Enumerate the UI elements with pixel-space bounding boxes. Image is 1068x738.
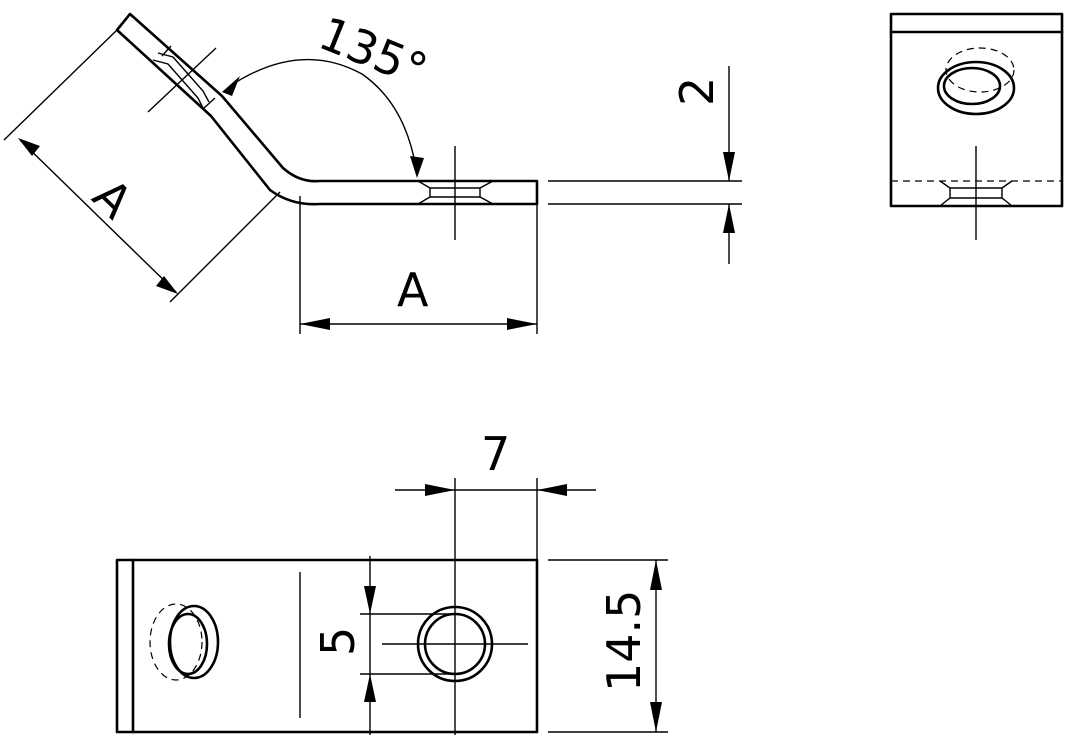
end-view [889, 12, 1064, 240]
thickness-arrow-top [723, 152, 735, 181]
end-view-hole-outer [936, 60, 1016, 116]
end-view-hole-hidden [945, 47, 1015, 93]
diagonal-length-label: A [83, 168, 144, 229]
horizontal-length-label: A [397, 263, 429, 317]
width-arrow-bottom [650, 702, 662, 732]
offset-arrow-left [425, 484, 455, 496]
angle-arrow-bottom [410, 156, 424, 178]
hole-offset-dimension: 7 [395, 427, 596, 560]
thickness-label: 2 [670, 77, 724, 106]
horizontal-arrow-left [300, 318, 330, 330]
end-view-hole-inner [942, 66, 1002, 106]
diagonal-length-dimension: A [3, 29, 281, 303]
thickness-dimension: 2 [548, 66, 742, 264]
horizontal-length-dimension: A [299, 196, 538, 334]
width-dimension: 14.5 [548, 559, 668, 733]
hole-diameter-label: 5 [311, 627, 365, 656]
thickness-arrow-bottom [723, 204, 735, 233]
hole-offset-label: 7 [481, 427, 510, 481]
plan-left-hole-inner [167, 612, 209, 676]
plan-view [115, 478, 539, 735]
diameter-arrow-top [364, 586, 376, 614]
angle-label: 135° [312, 6, 435, 98]
diameter-arrow-bottom [364, 674, 376, 702]
diagonal-arrow-end [156, 276, 178, 294]
angled-hole-centerline [147, 47, 217, 113]
width-label: 14.5 [597, 590, 651, 692]
hole-diameter-dimension: 5 [311, 556, 455, 735]
plan-left-hole-hidden [149, 603, 203, 681]
angle-arrow-top [222, 76, 240, 96]
offset-arrow-right [537, 484, 567, 496]
plan-view-outline [115, 558, 539, 734]
width-arrow-top [650, 560, 662, 590]
diagonal-arrow-start [18, 138, 40, 156]
angle-dimension: 135° [222, 6, 435, 178]
horizontal-arrow-right [507, 318, 537, 330]
